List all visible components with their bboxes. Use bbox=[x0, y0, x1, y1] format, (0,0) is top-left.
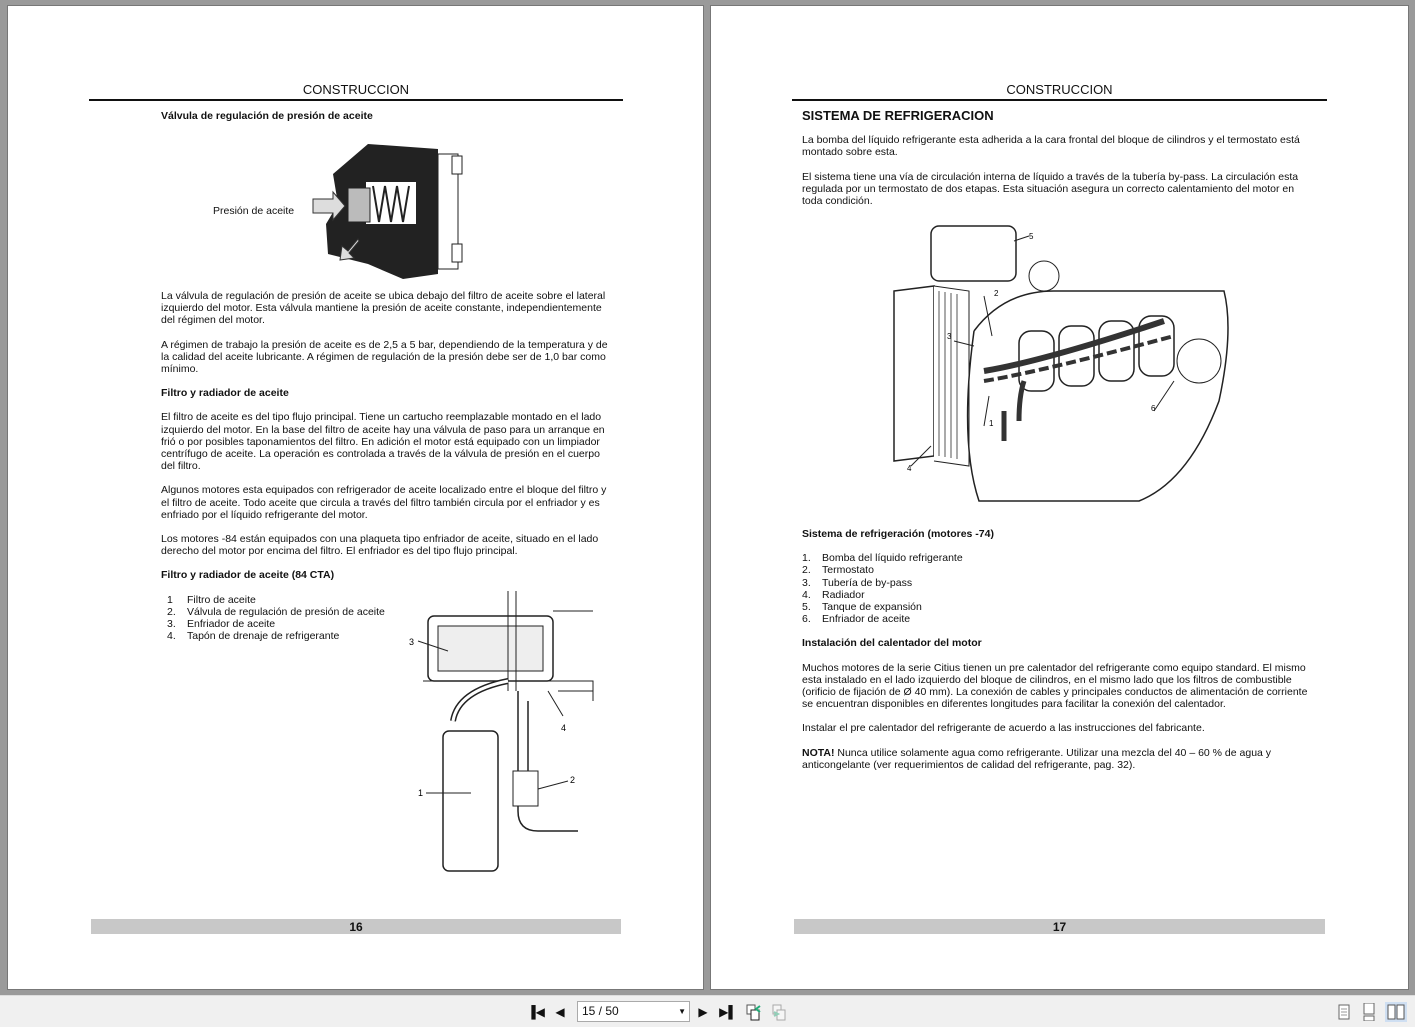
paragraph: A régimen de trabajo la presión de aceit… bbox=[161, 338, 608, 376]
list-item: 2.Válvula de regulación de presión de ac… bbox=[167, 605, 385, 618]
svg-text:2: 2 bbox=[570, 775, 575, 785]
paragraph: Instalar el pre calentador del refrigera… bbox=[802, 722, 1205, 735]
next-view-icon bbox=[772, 1004, 786, 1021]
list-item: 4.Radiador bbox=[802, 588, 865, 601]
list-item: 6.Enfriador de aceite bbox=[802, 613, 911, 626]
page-title: SISTEMA DE REFRIGERACION bbox=[802, 108, 994, 123]
cooling-system-figure: 1 2 3 4 5 6 bbox=[889, 221, 1234, 521]
paragraph: El filtro de aceite es del tipo flujo pr… bbox=[161, 411, 605, 473]
page-header: CONSTRUCCION bbox=[792, 82, 1327, 101]
section-title: Válvula de regulación de presión de acei… bbox=[161, 110, 373, 122]
pdf-page-17: CONSTRUCCION SISTEMA DE REFRIGERACION La… bbox=[710, 5, 1409, 990]
svg-text:3: 3 bbox=[409, 637, 414, 647]
figure-caption: Sistema de refrigeración (motores -74) bbox=[802, 528, 994, 540]
list-item: 4.Tapón de drenaje de refrigerante bbox=[167, 630, 340, 643]
svg-text:5: 5 bbox=[1029, 232, 1034, 241]
svg-text:3: 3 bbox=[947, 332, 952, 341]
previous-view-button[interactable] bbox=[744, 1004, 764, 1021]
list-item: 1.Bomba del líquido refrigerante bbox=[802, 552, 963, 565]
two-page-icon bbox=[1387, 1004, 1405, 1020]
svg-text:1: 1 bbox=[989, 419, 994, 428]
last-page-icon: ▶▌ bbox=[719, 1005, 737, 1019]
next-view-button[interactable] bbox=[770, 1004, 790, 1021]
svg-text:4: 4 bbox=[561, 723, 566, 733]
viewer-toolbar: ▐◀ ◀ 15 / 50▼ ▶ ▶▌ bbox=[0, 995, 1415, 1027]
section-title: Filtro y radiador de aceite (84 CTA) bbox=[161, 569, 335, 582]
page-number: 16 bbox=[91, 919, 621, 934]
section-title: Filtro y radiador de aceite bbox=[161, 387, 289, 400]
chevron-down-icon: ▼ bbox=[678, 1007, 686, 1016]
list-item: 2.Termostato bbox=[802, 564, 874, 577]
note: NOTA! Nunca utilice solamente agua como … bbox=[802, 746, 1272, 771]
prev-page-button[interactable]: ◀ bbox=[553, 1004, 567, 1020]
paragraph: Algunos motores esta equipados con refri… bbox=[161, 484, 607, 521]
page-number-select[interactable]: 15 / 50▼ bbox=[577, 1001, 690, 1022]
previous-view-icon bbox=[746, 1004, 761, 1021]
figure-label: Presión de aceite bbox=[213, 205, 295, 217]
svg-text:4: 4 bbox=[907, 464, 912, 473]
svg-text:2: 2 bbox=[994, 289, 999, 298]
first-page-icon: ▐◀ bbox=[527, 1005, 545, 1019]
section-title: Instalación del calentador del motor bbox=[802, 637, 982, 650]
next-page-icon: ▶ bbox=[698, 1005, 708, 1019]
two-page-view-button[interactable] bbox=[1385, 1002, 1407, 1022]
svg-text:1: 1 bbox=[418, 788, 423, 798]
list-item: 3.Tubería de by-pass bbox=[802, 576, 913, 589]
parts-list: 1.Bomba del líquido refrigerante 2.Termo… bbox=[802, 552, 1317, 625]
valve-diagram-icon bbox=[312, 144, 463, 279]
paragraph: La válvula de regulación de presión de a… bbox=[161, 290, 606, 327]
oil-pressure-valve-figure: Presión de aceite bbox=[208, 144, 478, 284]
last-page-button[interactable]: ▶▌ bbox=[719, 1004, 737, 1020]
list-item: 5.Tanque de expansión bbox=[802, 601, 922, 614]
prev-page-icon: ◀ bbox=[555, 1005, 565, 1019]
continuous-view-button[interactable] bbox=[1358, 1002, 1380, 1022]
continuous-icon bbox=[1363, 1003, 1375, 1021]
paragraph: Los motores -84 están equipados con una … bbox=[161, 533, 599, 558]
page-header: CONSTRUCCION bbox=[89, 82, 623, 101]
oil-filter-diagram-icon: 1 2 3 4 bbox=[409, 591, 594, 872]
paragraph: Muchos motores de la serie Citius tienen… bbox=[802, 661, 1308, 711]
first-page-button[interactable]: ▐◀ bbox=[527, 1004, 545, 1020]
paragraph: La bomba del líquido refrigerante esta a… bbox=[802, 134, 1300, 159]
page-number: 17 bbox=[794, 919, 1325, 934]
svg-text:6: 6 bbox=[1151, 404, 1156, 413]
oil-filter-figure: 1 2 3 4 bbox=[398, 591, 598, 881]
list-item: 3.Enfriador de aceite bbox=[167, 618, 276, 631]
note-label: NOTA! bbox=[802, 746, 835, 759]
single-page-view-button[interactable] bbox=[1333, 1002, 1355, 1022]
engine-cooling-diagram-icon: 1 2 3 4 5 6 bbox=[893, 225, 1229, 502]
pdf-page-16: CONSTRUCCION Válvula de regulación de pr… bbox=[7, 5, 704, 990]
single-page-icon bbox=[1338, 1004, 1350, 1020]
paragraph: El sistema tiene una vía de circulación … bbox=[802, 170, 1299, 208]
next-page-button[interactable]: ▶ bbox=[696, 1004, 710, 1020]
